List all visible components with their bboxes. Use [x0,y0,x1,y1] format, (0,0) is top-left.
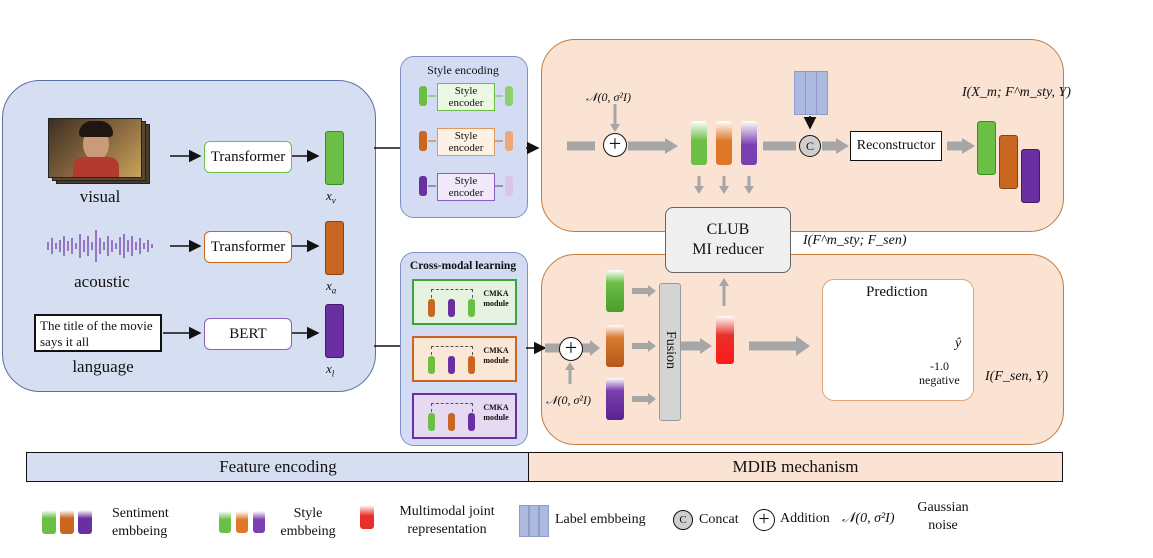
cmka-module-orange: CMKA module [412,336,517,382]
legend-joint-bar [360,505,374,529]
prediction-title: Prediction [866,284,928,300]
language-label: language [72,357,134,376]
legend-label-text: Label embbeing [555,512,646,527]
club-box: CLUB MI reducer [665,207,791,273]
legend-style-orange [236,511,248,533]
acoustic-label: acoustic [74,272,130,291]
video-frame-stack [48,118,150,184]
style-encoder-purple: Style encoder [437,173,495,201]
sent-emb-orange [606,325,624,367]
noise-top-label: 𝒩(0, σ²I) [586,90,631,104]
legend-label-1 [519,505,529,537]
legend-style-text: Style embbeing [280,506,336,539]
cmka-module-green: CMKA module [412,279,517,325]
style-in-purple [419,176,427,196]
style-out-green [505,86,513,106]
xl-symbol: xl [326,361,335,379]
mi-top-label: I(X_m; F^m_sty, Y) [962,85,1071,100]
transformer-visual-box: Transformer [204,141,292,173]
cross-modal-title: Cross-modal learning [409,260,517,272]
style-in-orange [419,131,427,151]
bert-box: BERT [204,318,292,350]
fusion-box: Fusion [659,283,681,421]
style-encoder-orange: Style encoder [437,128,495,156]
legend-label-3 [539,505,549,537]
legend-sent-orange [60,510,74,534]
pred-label: negative [919,373,960,387]
sent-emb-green [606,270,624,312]
xa-symbol: xa [326,278,337,296]
waveform-graphic [47,230,153,262]
addition-top-icon: + [603,133,627,157]
concat-icon: C [799,135,821,157]
label-emb-3 [816,71,828,115]
recon-orange [999,135,1018,189]
legend-style-green [219,511,231,533]
style-encoding-title: Style encoding [427,63,499,77]
style-out-purple [505,176,513,196]
legend-label-2 [529,505,539,537]
legend-gaussian-text: Gaussian noise [917,500,969,533]
legend-style-purple [253,511,265,533]
legend-sentiment-text: Sentiment embbeing [112,506,169,539]
legend-concat-icon: C [673,510,693,530]
mdib-mechanism-band: MDIB mechanism [528,452,1063,482]
cmka-module-purple: CMKA module [412,393,517,439]
recon-green [977,121,996,175]
style-encoder-green: Style encoder [437,83,495,111]
addition-bottom-icon: + [559,337,583,361]
legend-addition-icon: + [753,509,775,531]
recon-purple [1021,149,1040,203]
style-in-green [419,86,427,106]
legend-sent-purple [78,510,92,534]
sent-emb-purple [606,378,624,420]
style-emb-orange-top [716,121,732,165]
pred-value: -1.0 [930,359,949,373]
visual-label: visual [79,187,121,206]
xa-bar [325,221,344,275]
transformer-acoustic-box: Transformer [204,231,292,263]
legend-addition-text: Addition [780,511,830,526]
xv-symbol: xv [326,188,336,206]
style-emb-green-top [691,121,707,165]
legend-joint-text: Multimodal joint representation [399,504,495,537]
mi-bottom-label: I(F_sen, Y) [985,369,1048,384]
xv-bar [325,131,344,185]
legend-concat-text: Concat [699,512,739,527]
style-emb-purple-top [741,121,757,165]
xl-bar [325,304,344,358]
y-hat-label: ŷ [955,336,962,351]
noise-bottom-label: 𝒩(0, σ²I) [546,393,591,407]
feature-encoding-band: Feature encoding [26,452,530,482]
joint-rep-bar [716,316,734,364]
language-text-box: The title of the movie says it all [34,314,162,352]
prediction-panel [822,279,974,401]
legend-gaussian-symbol: 𝒩(0, σ²I) [842,511,895,526]
mi-club-label: I(F^m_sty; F_sen) [803,233,907,248]
style-out-orange [505,131,513,151]
reconstructor-box: Reconstructor [850,131,942,161]
legend-sent-green [42,510,56,534]
